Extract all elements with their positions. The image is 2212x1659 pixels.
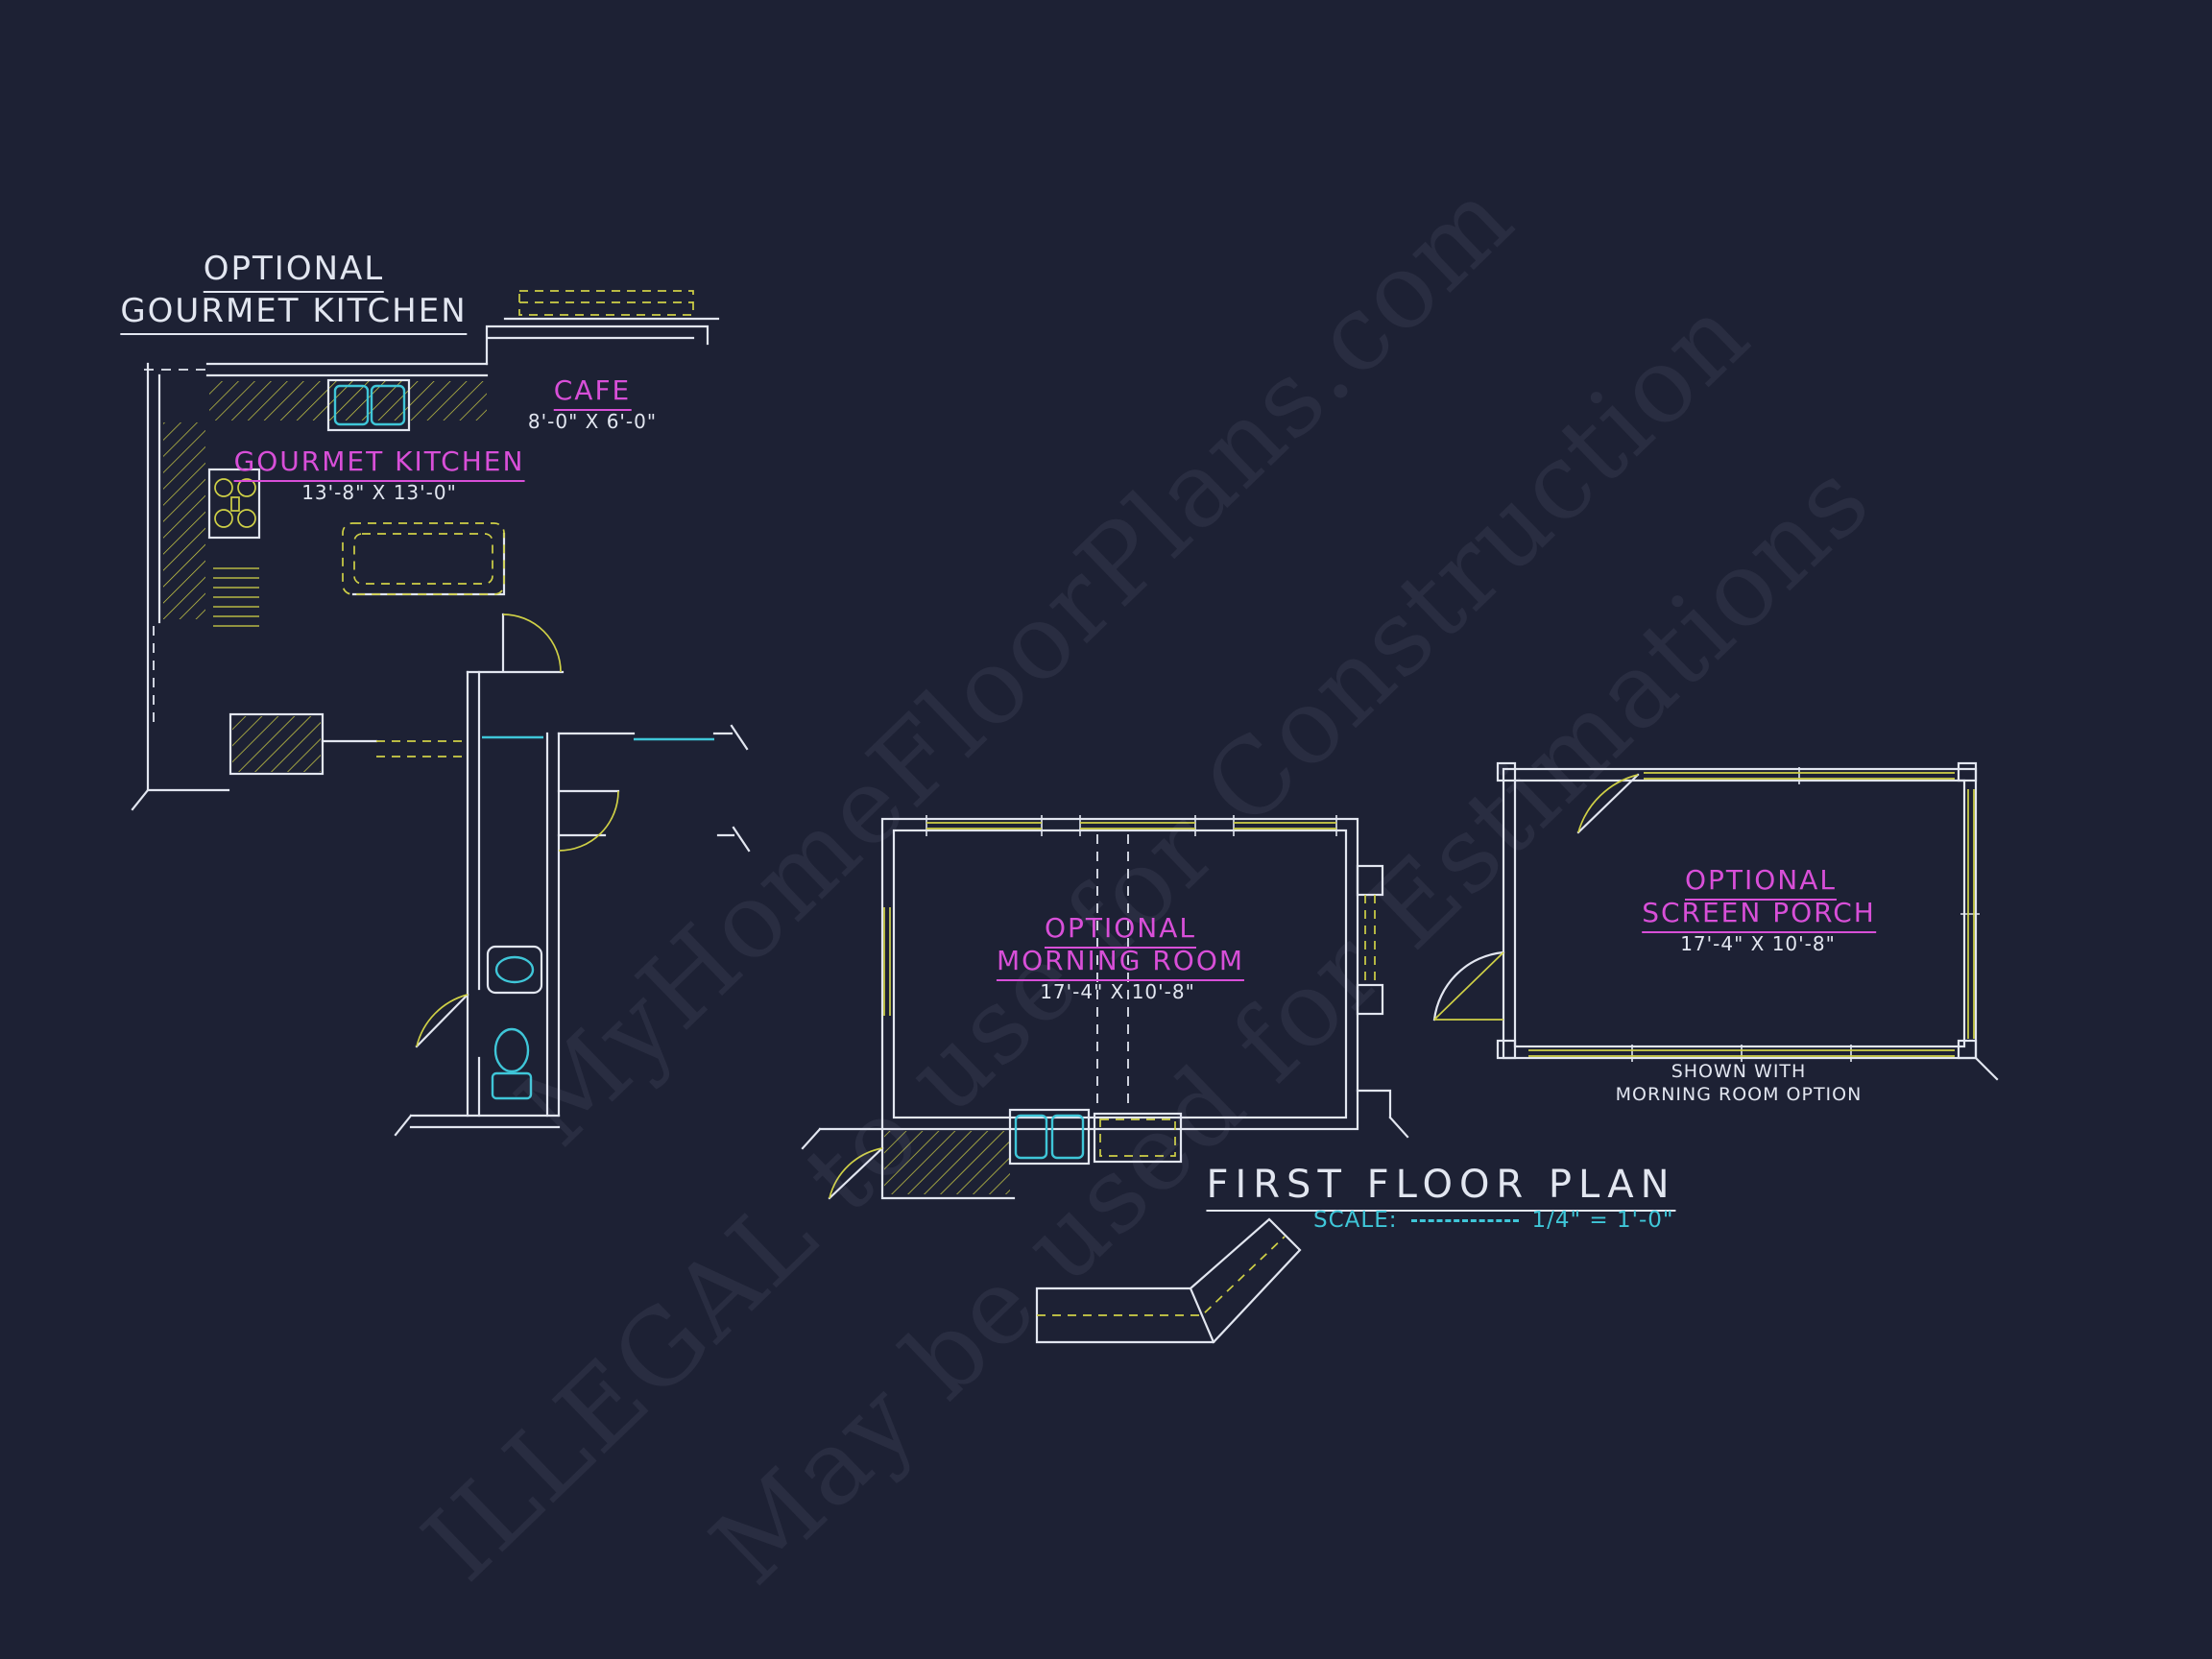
cafe-dims: 8'-0" X 6'-0": [527, 410, 658, 433]
cafe-label: CAFE: [553, 374, 632, 411]
morning-room-dims: 17'-4" X 10'-8": [1040, 980, 1195, 1003]
screen-porch-note-line2: MORNING ROOM OPTION: [1615, 1084, 1863, 1105]
kitchen-side-counter-hatch: [163, 422, 205, 619]
morning-room-counter-hatch: [884, 1131, 1010, 1194]
yellow-fixtures: [214, 478, 1975, 1199]
white-walls: [131, 317, 1999, 1344]
screen-porch-dims: 17'-4" X 10'-8": [1680, 932, 1836, 955]
window-ticks: [926, 767, 1980, 1062]
plan-title: FIRST FLOOR PLAN: [1206, 1163, 1676, 1212]
plan-title-text: FIRST FLOOR PLAN: [1206, 1163, 1676, 1212]
kitchen-plan-heading-line1-text: OPTIONAL: [203, 250, 385, 293]
scale-label: SCALE:: [1313, 1208, 1398, 1233]
kitchen-plan-heading-line2-text: GOURMET KITCHEN: [120, 292, 468, 335]
cafe-label-text: CAFE: [553, 374, 632, 411]
screen-porch-label-line2: SCREEN PORCH: [1642, 897, 1876, 933]
morning-room-label-line2-text: MORNING ROOM: [996, 945, 1245, 981]
screen-porch-label-line1: OPTIONAL: [1684, 864, 1838, 901]
scale-dash-line: [1410, 1218, 1519, 1222]
screen-porch-note-line1: SHOWN WITH: [1671, 1061, 1807, 1082]
gourmet-kitchen-label: GOURMET KITCHEN: [233, 445, 525, 482]
kitchen-counter-hatch: [209, 381, 487, 421]
cyan-fixtures: [333, 384, 1085, 1160]
kitchen-appliance-hatch: [232, 716, 321, 772]
morning-room-label-line1-text: OPTIONAL: [1044, 912, 1197, 949]
gourmet-kitchen-label-text: GOURMET KITCHEN: [233, 445, 525, 482]
kitchen-plan-heading-line2: GOURMET KITCHEN: [120, 292, 468, 335]
gourmet-kitchen-dims: 13'-8" X 13'-0": [301, 481, 457, 504]
screen-porch-label-line1-text: OPTIONAL: [1684, 864, 1838, 901]
scale-value: 1/4" = 1'-0": [1531, 1208, 1674, 1233]
white-dashed-lines: [144, 369, 1129, 1110]
pantry-shelf-hatch: [213, 562, 259, 629]
morning-room-label-line1: OPTIONAL: [1044, 912, 1197, 949]
scale-row: SCALE: 1/4" = 1'-0": [1313, 1208, 1673, 1233]
screen-porch-label-line2-text: SCREEN PORCH: [1642, 897, 1876, 933]
morning-room-label-line2: MORNING ROOM: [996, 945, 1245, 981]
kitchen-plan-heading-line1: OPTIONAL: [203, 250, 385, 293]
yellow-dashed-fixtures: [342, 290, 1376, 1316]
